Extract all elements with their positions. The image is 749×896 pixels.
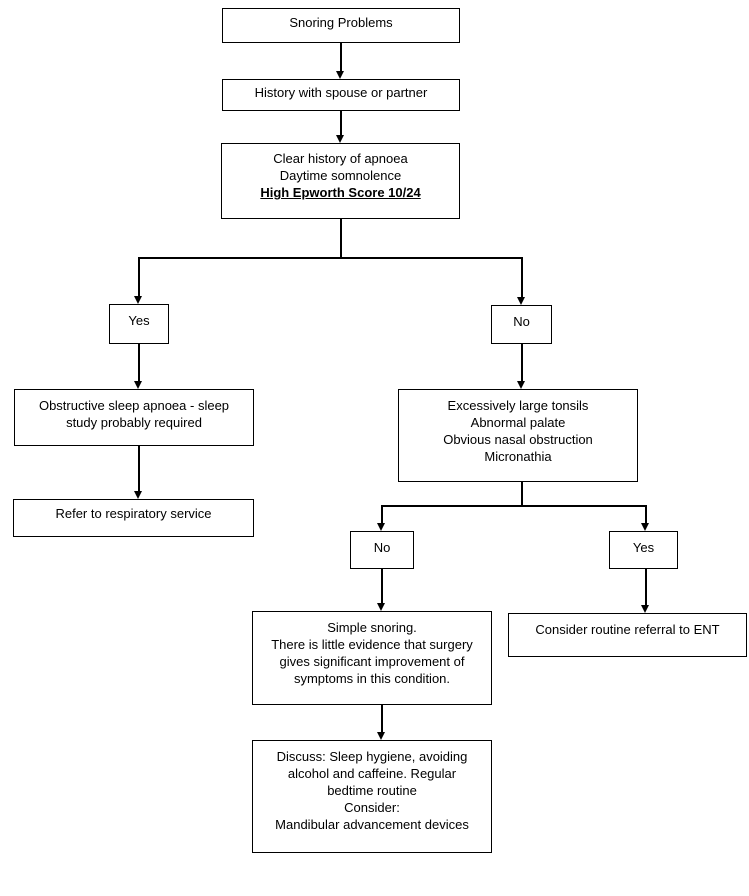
arrowhead-icon: [641, 605, 649, 613]
node-obstructive-sleep-apnoea: Obstructive sleep apnoea - sleep study p…: [14, 389, 254, 446]
node-refer-ent: Consider routine referral to ENT: [508, 613, 747, 657]
connector-branch2-to-yes: [645, 505, 647, 523]
connector-assessment-branch-stub: [340, 219, 342, 259]
node-text: Daytime somnolence: [279, 168, 402, 183]
node-text: Clear history of apnoea: [273, 151, 408, 166]
arrowhead-icon: [134, 381, 142, 389]
node-text: Consider routine referral to ENT: [535, 622, 720, 637]
arrowhead-icon: [134, 296, 142, 304]
connector-branch2-to-no: [381, 505, 383, 523]
node-text: Yes: [632, 540, 655, 555]
arrowhead-icon: [336, 135, 344, 143]
node-simple-snoring: Simple snoring. There is little evidence…: [252, 611, 492, 705]
connector-examination-branch-stub: [521, 482, 523, 507]
node-text: study probably required: [66, 415, 202, 430]
node-text: Snoring Problems: [289, 15, 393, 30]
connector-no1-examination: [521, 344, 523, 381]
connector-yes1-osa: [138, 344, 140, 381]
node-text: Discuss: Sleep hygiene, avoiding: [276, 749, 468, 764]
node-refer-respiratory-service: Refer to respiratory service: [13, 499, 254, 537]
label-yes-branch-2: Yes: [609, 531, 678, 569]
node-examination-findings: Excessively large tonsils Abnormal palat…: [398, 389, 638, 482]
node-text-emphasized: High Epworth Score 10/24: [260, 185, 421, 200]
arrowhead-icon: [517, 381, 525, 389]
node-text: Obvious nasal obstruction: [443, 432, 593, 447]
arrowhead-icon: [517, 297, 525, 305]
connector-no2-simple: [381, 569, 383, 603]
arrowhead-icon: [377, 732, 385, 740]
node-apnoea-assessment: Clear history of apnoea Daytime somnolen…: [221, 143, 460, 219]
node-text: No: [373, 540, 391, 555]
arrowhead-icon: [336, 71, 344, 79]
node-text: Consider:: [344, 800, 400, 815]
node-text: There is little evidence that surgery: [271, 637, 473, 652]
connector-branch1-horizontal: [138, 257, 523, 259]
connector-snoring-history: [340, 43, 342, 71]
node-discuss-advice: Discuss: Sleep hygiene, avoiding alcohol…: [252, 740, 492, 853]
connector-branch2-horizontal: [381, 505, 647, 507]
label-no-branch-1: No: [491, 305, 552, 344]
connector-branch1-to-no: [521, 257, 523, 297]
connector-simple-discuss: [381, 705, 383, 732]
node-text: symptoms in this condition.: [293, 671, 451, 686]
arrowhead-icon: [641, 523, 649, 531]
node-text: History with spouse or partner: [254, 85, 428, 100]
node-text: Excessively large tonsils: [447, 398, 589, 413]
node-text: gives significant improvement of: [279, 654, 465, 669]
node-text: alcohol and caffeine. Regular: [287, 766, 457, 781]
connector-branch1-to-yes: [138, 257, 140, 296]
node-snoring-problems: Snoring Problems: [222, 8, 460, 43]
node-text: No: [513, 314, 530, 329]
node-text: Micronathia: [484, 449, 552, 464]
connector-history-assessment: [340, 111, 342, 135]
connector-osa-refer: [138, 446, 140, 491]
label-no-branch-2: No: [350, 531, 414, 569]
arrowhead-icon: [377, 603, 385, 611]
node-text: Obstructive sleep apnoea - sleep: [38, 398, 230, 413]
node-text: Abnormal palate: [470, 415, 566, 430]
label-yes-branch-1: Yes: [109, 304, 169, 344]
node-text: Simple snoring.: [327, 620, 417, 635]
connector-yes2-ent: [645, 569, 647, 605]
node-history-spouse-partner: History with spouse or partner: [222, 79, 460, 111]
node-text: Yes: [128, 313, 150, 328]
arrowhead-icon: [134, 491, 142, 499]
node-text: Refer to respiratory service: [55, 506, 212, 521]
node-text: Mandibular advancement devices: [275, 817, 469, 832]
arrowhead-icon: [377, 523, 385, 531]
node-text: bedtime routine: [327, 783, 417, 798]
